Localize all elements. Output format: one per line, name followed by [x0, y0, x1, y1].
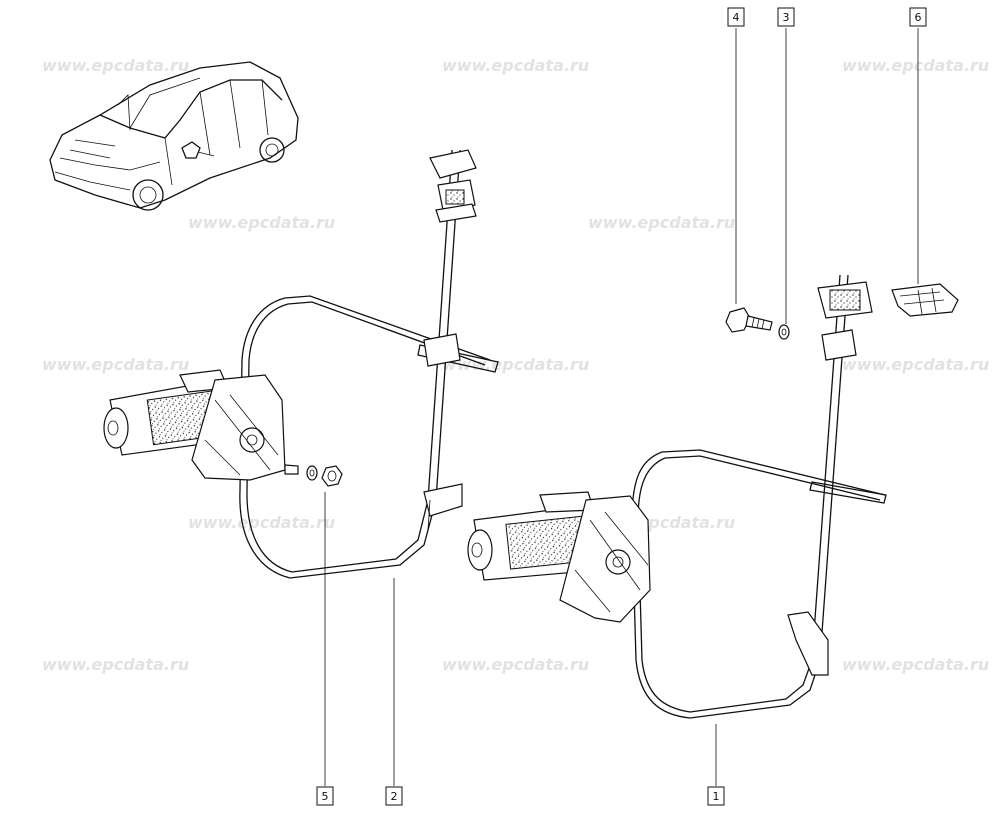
callout-label: 5 — [322, 790, 329, 803]
watermark-text: www.epcdata.ru — [442, 655, 589, 674]
callout-6[interactable]: 6 — [909, 7, 927, 27]
callout-label: 6 — [915, 11, 922, 24]
washer-and-nut — [306, 465, 343, 487]
washer — [778, 324, 790, 340]
callout-label: 3 — [783, 11, 790, 24]
watermark-text: www.epcdata.ru — [442, 56, 589, 75]
callout-label: 4 — [733, 11, 740, 24]
callout-2[interactable]: 2 — [385, 786, 403, 806]
callout-1[interactable]: 1 — [707, 786, 725, 806]
leader-lines — [324, 28, 919, 786]
watermark-text: www.epcdata.ru — [842, 56, 989, 75]
watermark-text: www.epcdata.ru — [188, 513, 335, 532]
watermark-text: www.epcdata.ru — [42, 355, 189, 374]
callout-4[interactable]: 4 — [727, 7, 745, 27]
watermark-text: www.epcdata.ru — [42, 655, 189, 674]
watermark-text: www.epcdata.ru — [588, 213, 735, 232]
watermark-text: www.epcdata.ru — [842, 655, 989, 674]
right-window-regulator — [631, 274, 887, 719]
callout-label: 1 — [713, 790, 720, 803]
watermarks: www.epcdata.ru www.epcdata.ru www.epcdat… — [42, 56, 989, 674]
watermark-text: www.epcdata.ru — [442, 355, 589, 374]
right-motor — [467, 491, 651, 623]
callout-3[interactable]: 3 — [777, 7, 795, 27]
watermark-text: www.epcdata.ru — [188, 213, 335, 232]
clip — [891, 283, 959, 317]
callout-label: 2 — [391, 790, 398, 803]
watermark-text: www.epcdata.ru — [842, 355, 989, 374]
callout-5[interactable]: 5 — [316, 786, 334, 806]
watermark-text: www.epcdata.ru — [42, 56, 189, 75]
car-illustration — [49, 61, 299, 211]
left-motor — [103, 369, 299, 481]
bolt — [725, 307, 773, 333]
